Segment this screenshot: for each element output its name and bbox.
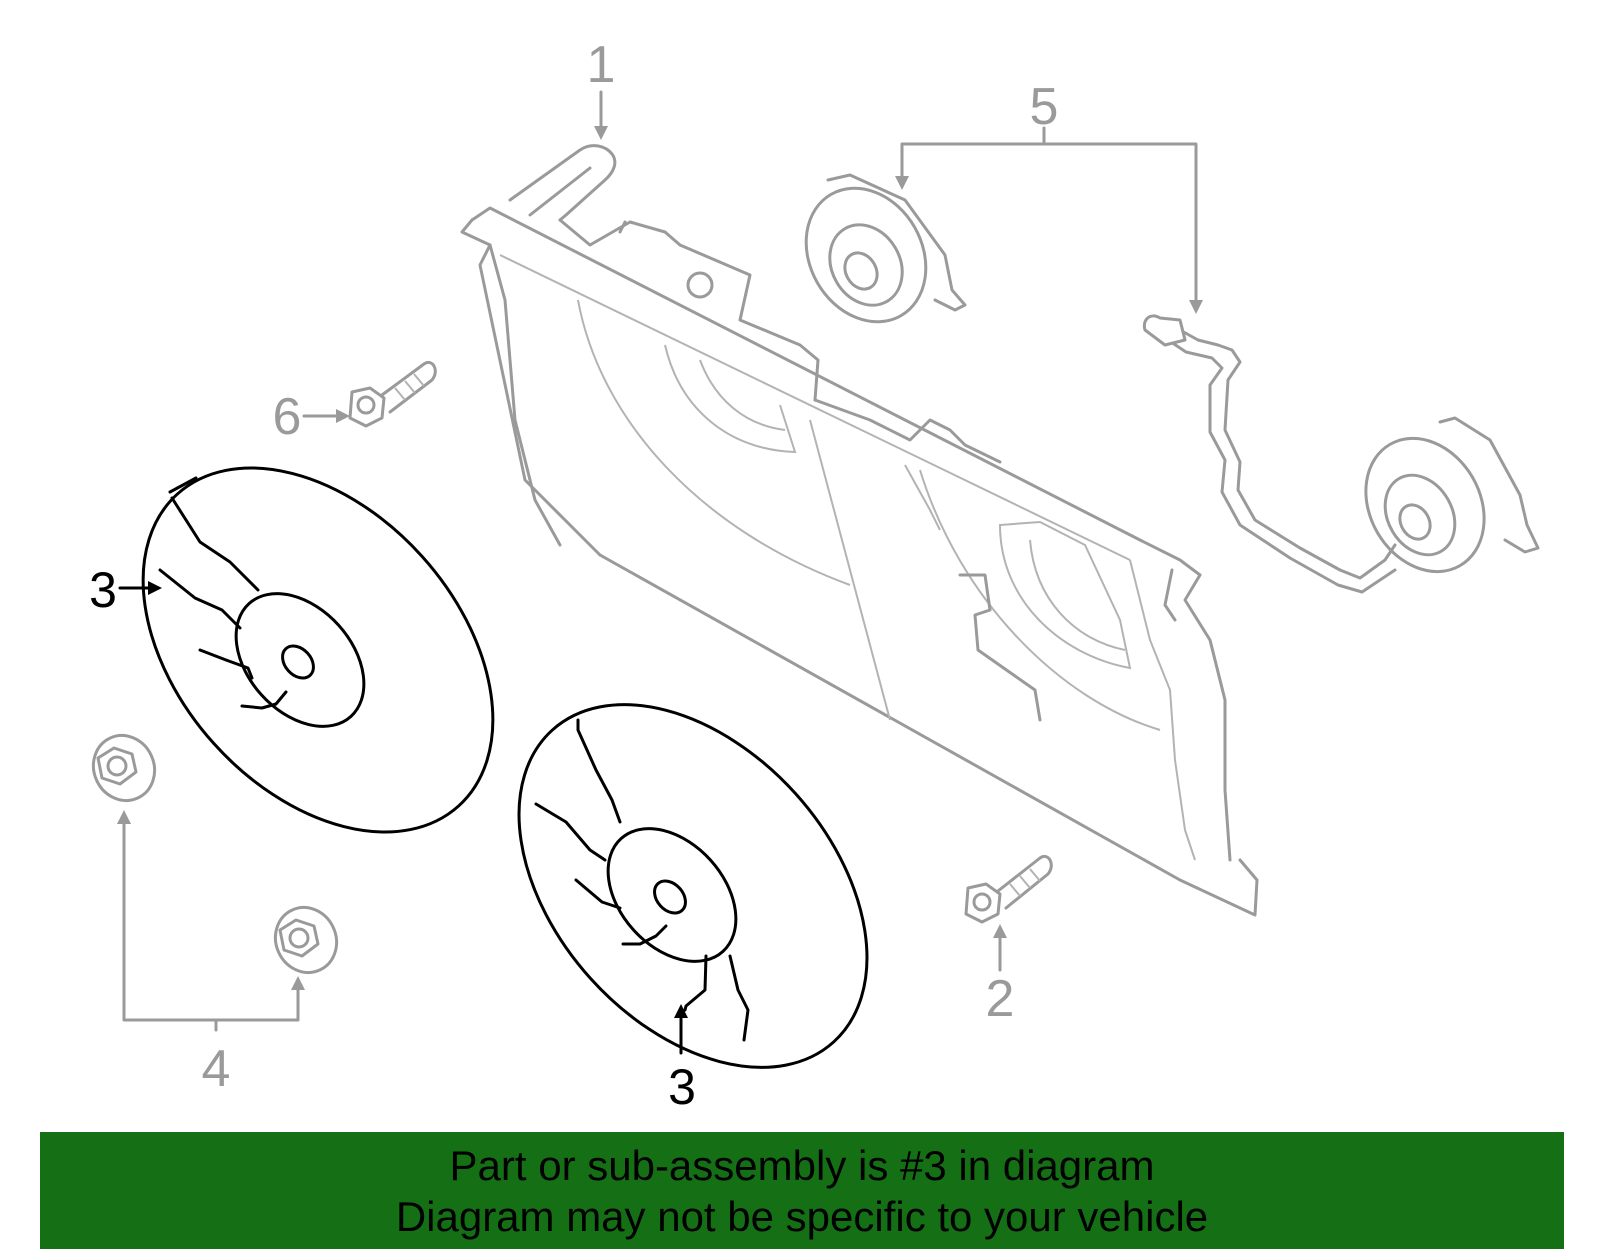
- callout-2: 2: [986, 970, 1015, 1028]
- callout-3-bottom: 3: [668, 1059, 696, 1115]
- callout-6: 6: [273, 388, 302, 446]
- arrowhead-3-bottom: [674, 1004, 688, 1018]
- arrowhead-4b: [291, 976, 305, 990]
- fan-blade-right[interactable]: [450, 638, 936, 1135]
- fan-shroud[interactable]: [460, 144, 1259, 917]
- arrowhead-4a: [117, 810, 131, 824]
- arrowhead-2: [993, 924, 1007, 938]
- callout-1: 1: [587, 36, 616, 94]
- callout-5: 5: [1030, 78, 1059, 136]
- banner-line-part: Part or sub-assembly is #3 in diagram: [449, 1142, 1155, 1189]
- arrowhead-3-left: [148, 581, 162, 595]
- info-banner: Part or sub-assembly is #3 in diagram Di…: [40, 1132, 1564, 1249]
- arrowhead-5a: [895, 176, 909, 190]
- fan-blade-left[interactable]: [73, 400, 562, 899]
- banner-line-disclaimer: Diagram may not be specific to your vehi…: [395, 1193, 1209, 1240]
- fan-motor-right[interactable]: [1342, 416, 1540, 593]
- leader-5: [900, 126, 1198, 307]
- callout-3-left: 3: [89, 562, 117, 618]
- leader-4: [122, 818, 300, 1032]
- bolt-6[interactable]: [348, 361, 437, 428]
- nut-4-lower[interactable]: [265, 897, 347, 982]
- arrowhead-6: [336, 409, 350, 423]
- arrowhead-5b: [1189, 300, 1203, 314]
- arrowhead-1: [594, 126, 608, 140]
- nut-4-upper[interactable]: [83, 725, 165, 810]
- bolt-2[interactable]: [964, 855, 1053, 924]
- fan-motor-upper[interactable]: [783, 166, 967, 343]
- motor-wire-harness[interactable]: [1142, 314, 1397, 594]
- callout-4: 4: [202, 1040, 231, 1098]
